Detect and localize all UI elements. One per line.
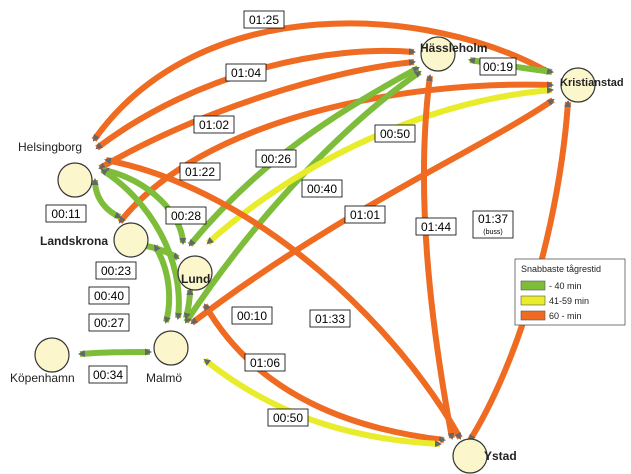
legend-label-yellow: 41-59 min [549, 296, 589, 306]
svg-text:00:11: 00:11 [51, 207, 80, 221]
time-label-lund-hassleholm: 00:26 [255, 149, 297, 168]
svg-text:00:50: 00:50 [380, 127, 410, 141]
city-label-ystad: Ystad [484, 449, 517, 463]
svg-text:00:34: 00:34 [93, 368, 123, 382]
route-kopenhamn-malmo [78, 348, 152, 358]
svg-text:00:10: 00:10 [237, 309, 267, 323]
time-label-landskrona-kristianstad: 01:22 [179, 162, 221, 181]
city-label-landskrona: Landskrona [40, 234, 108, 248]
legend-label-green: - 40 min [549, 281, 582, 291]
svg-text:01:04: 01:04 [231, 66, 261, 80]
city-label-hassleholm: Hässleholm [420, 41, 487, 55]
time-label-landskrona-lund: 00:23 [95, 261, 137, 280]
legend-swatch-yellow [520, 295, 546, 306]
city-node-hassleholm [420, 36, 456, 72]
svg-text:00:40: 00:40 [307, 182, 337, 196]
time-label-lund-ystad: 01:06 [244, 353, 286, 372]
time-label-lund-kristianstad: 00:50 [374, 124, 416, 143]
svg-text:00:27: 00:27 [94, 316, 124, 330]
svg-text:01:01: 01:01 [350, 208, 380, 222]
svg-text:01:02: 01:02 [199, 118, 229, 132]
legend-swatch-green [520, 280, 546, 291]
city-label-helsingborg: Helsingborg [18, 140, 82, 154]
route-landskrona-malmo [152, 244, 173, 324]
time-label-malmo-ystad: 00:50 [267, 408, 309, 427]
route-lund-malmo [183, 288, 194, 320]
svg-text:00:28: 00:28 [171, 209, 201, 223]
time-label-helsingborg-kristianstad: 01:25 [243, 10, 285, 29]
svg-text:00:23: 00:23 [101, 264, 131, 278]
svg-text:00:40: 00:40 [94, 289, 124, 303]
legend-swatch-orange [520, 310, 546, 321]
route-helsingborg-landskrona [91, 178, 122, 220]
city-label-kristianstad: Kristianstad [560, 77, 624, 89]
time-label-helsingborg-ystad: 01:33 [309, 309, 351, 328]
time-label-kopenhamn-malmo: 00:34 [88, 365, 128, 384]
city-node-landskrona [113, 222, 149, 258]
legend-label-orange: 60 - min [549, 311, 582, 321]
svg-text:01:33: 01:33 [315, 312, 345, 326]
time-label-lund-malmo: 00:10 [231, 306, 273, 325]
svg-text:01:37: 01:37 [478, 212, 508, 226]
time-label-malmo-kristianstad: 01:01 [344, 205, 386, 224]
time-label-hassleholm-kristianstad: 00:19 [479, 57, 517, 76]
time-label-helsingborg-malmo: 00:40 [88, 286, 130, 305]
time-label-helsingborg-hassleholm: 01:04 [225, 63, 267, 82]
city-node-lund [177, 255, 213, 291]
svg-text:(buss): (buss) [483, 229, 502, 236]
city-node-malmo [153, 330, 189, 366]
city-node-ystad [452, 438, 488, 474]
legend-title: Snabbaste tågrestid [521, 264, 601, 274]
city-node-kristianstad [560, 67, 596, 103]
svg-text:01:06: 01:06 [250, 356, 280, 370]
time-label-landskrona-hassleholm: 01:02 [193, 115, 235, 134]
route-malmo-ystad [203, 357, 442, 448]
city-label-malmo: Malmö [146, 371, 182, 385]
city-node-kopenhamn [34, 337, 70, 373]
city-label-lund: Lund [181, 272, 210, 286]
svg-text:01:22: 01:22 [185, 165, 215, 179]
svg-text:00:19: 00:19 [483, 60, 513, 74]
time-label-helsingborg-lund: 00:28 [165, 206, 207, 225]
city-node-helsingborg [57, 162, 93, 198]
svg-text:00:26: 00:26 [261, 152, 291, 166]
time-label-malmo-hassleholm: 00:40 [301, 179, 343, 198]
time-label-landskrona-malmo: 00:27 [88, 313, 130, 332]
city-label-kopenhamn: Köpenhamn [10, 371, 75, 385]
svg-text:01:25: 01:25 [249, 13, 279, 27]
time-label-kristianstad-ystad: 01:37 (buss) [472, 210, 514, 239]
legend: Snabbaste tågrestid - 40 min 41-59 min 6… [514, 258, 626, 326]
svg-text:01:44: 01:44 [421, 220, 451, 234]
time-label-hassleholm-ystad: 01:44 [415, 217, 457, 236]
time-label-helsingborg-landskrona: 00:11 [45, 204, 87, 223]
svg-text:00:50: 00:50 [273, 411, 303, 425]
